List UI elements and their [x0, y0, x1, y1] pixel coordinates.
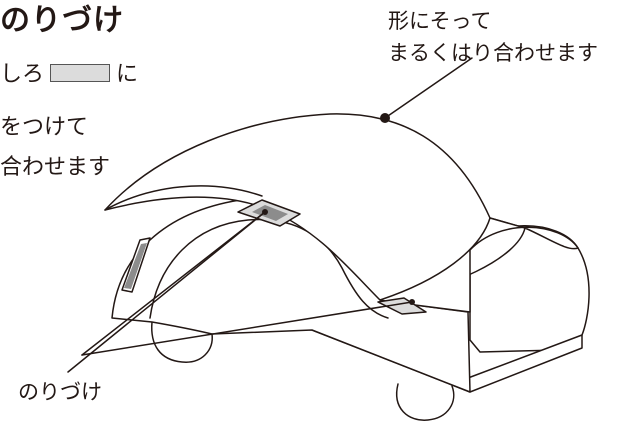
- leader-dot-glue-1: [262, 209, 268, 215]
- instruction-text: に: [116, 62, 139, 87]
- leader-roof: [384, 57, 473, 119]
- glue-label: のりづけ: [18, 380, 102, 404]
- leader-dot-glue-2: [409, 299, 415, 305]
- leader-glue-2: [81, 301, 413, 356]
- instruction-line-1: しろ に: [0, 64, 138, 86]
- rear-wheel: [396, 383, 455, 421]
- front-flap-shade: [124, 243, 147, 289]
- leader-glue-3: [67, 211, 266, 373]
- roof-edge: [104, 185, 263, 211]
- inner-arch-line: [149, 218, 389, 319]
- glue-tab-top-inner: [252, 205, 288, 221]
- instruction-text: しろ: [0, 62, 45, 87]
- callout-line-1: 形にそって: [388, 9, 492, 33]
- callout-line-2: まるくはり合わせます: [388, 41, 598, 65]
- instruction-line-2: をつけて: [0, 115, 89, 140]
- page-title: のりづけ: [0, 3, 124, 38]
- leader-dot-roof: [380, 113, 390, 123]
- glue-tab-swatch: [50, 64, 111, 82]
- instruction-line-3: 合わせます: [0, 155, 111, 180]
- front-wheel: [151, 321, 213, 363]
- glue-tab-rear: [377, 297, 427, 315]
